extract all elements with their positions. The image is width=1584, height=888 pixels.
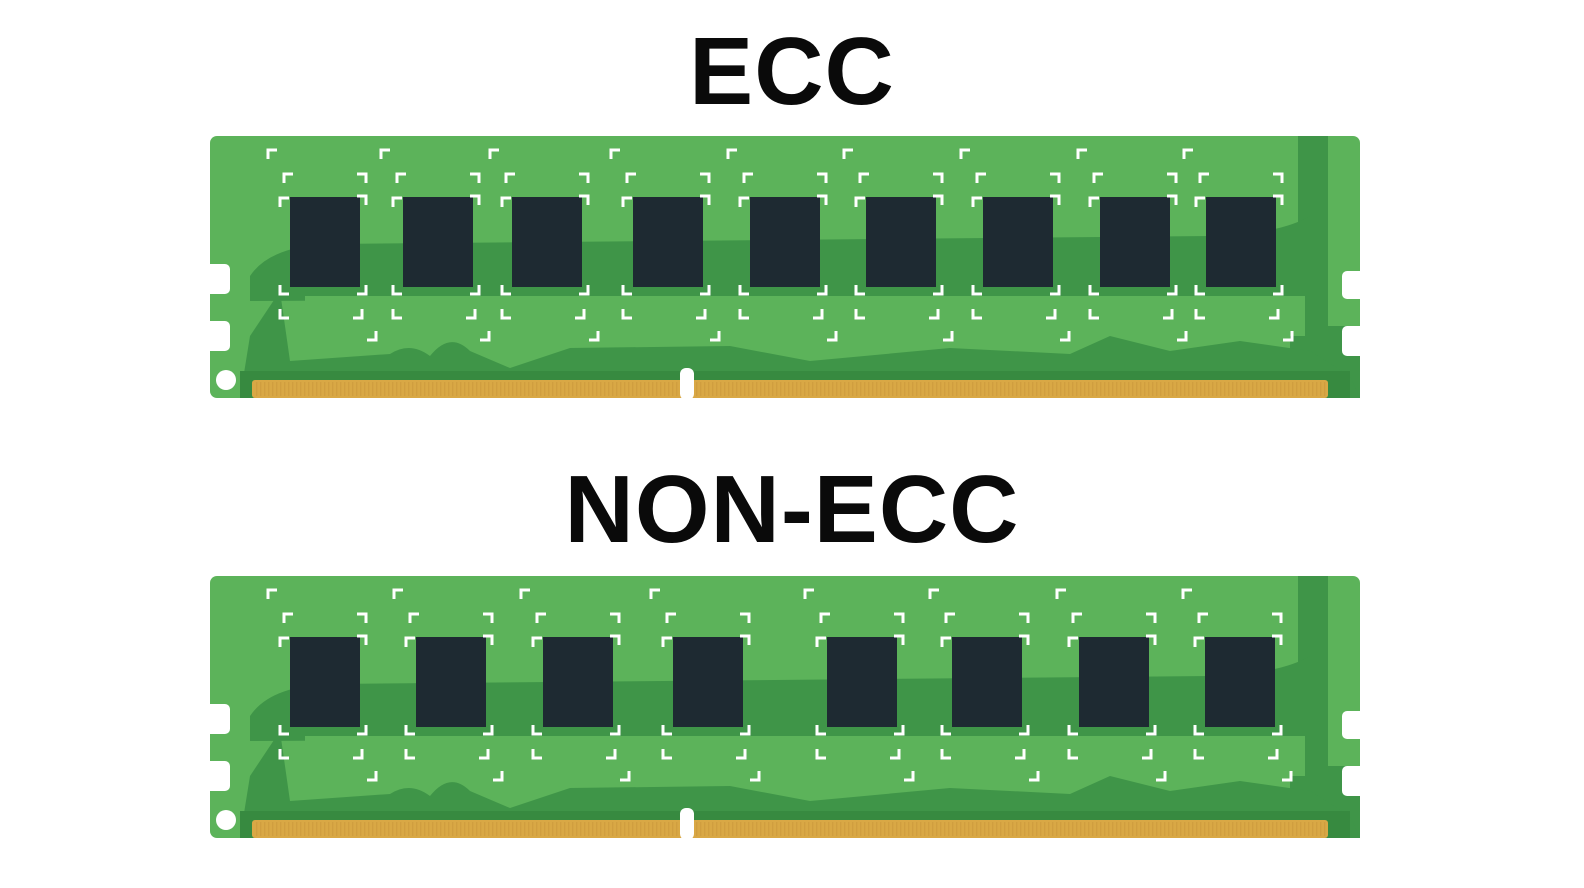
memory-chip [403, 197, 473, 287]
ram-module-graphic [210, 576, 1360, 838]
memory-chip [1079, 637, 1149, 727]
memory-chip [1206, 197, 1276, 287]
ram-module-graphic [210, 136, 1360, 398]
memory-chip [416, 637, 486, 727]
memory-chip [673, 637, 743, 727]
memory-chip [1205, 637, 1275, 727]
memory-chip [866, 197, 936, 287]
non-ecc-title: NON-ECC [564, 456, 1020, 563]
memory-chip [1100, 197, 1170, 287]
memory-chip [983, 197, 1053, 287]
ecc-title: ECC [689, 18, 895, 125]
memory-chip [290, 637, 360, 727]
memory-chip [512, 197, 582, 287]
memory-chip [827, 637, 897, 727]
ecc-ram-module [210, 136, 1360, 398]
memory-chip [952, 637, 1022, 727]
memory-chip [633, 197, 703, 287]
memory-chip [290, 197, 360, 287]
memory-chip [750, 197, 820, 287]
memory-chip [543, 637, 613, 727]
non-ecc-ram-module [210, 576, 1360, 838]
